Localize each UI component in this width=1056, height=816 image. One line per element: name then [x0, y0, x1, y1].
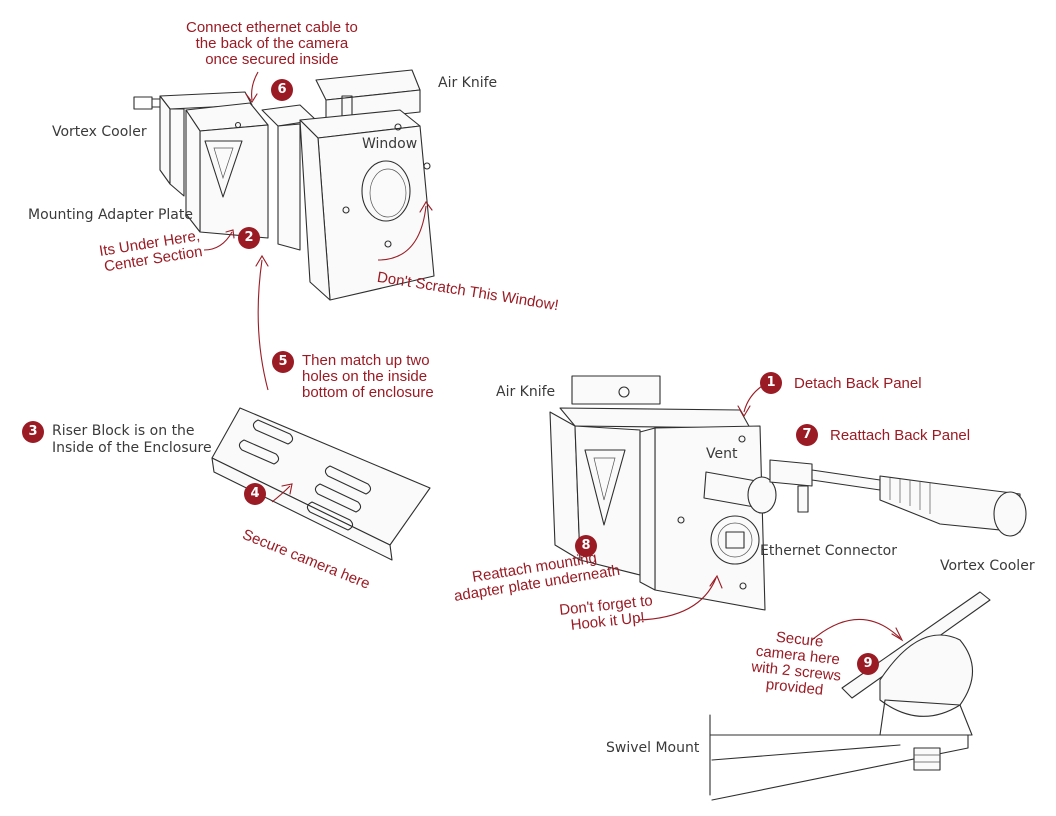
step-badge-5: 5	[272, 351, 294, 373]
label-ethernet-connector: Ethernet Connector	[760, 543, 897, 559]
note-detach-back-panel: Detach Back Panel	[794, 375, 922, 392]
top-enclosure-drawing	[133, 69, 435, 301]
label-riser-block: Riser Block is on the Inside of the Encl…	[52, 423, 212, 456]
callout-arrows	[203, 71, 904, 642]
swivel-mount-drawing	[709, 591, 991, 801]
note-reattach-back-panel: Reattach Back Panel	[830, 427, 971, 444]
step-badge-4: 4	[244, 483, 266, 505]
note-match-holes: Then match up two holes on the inside bo…	[302, 352, 434, 401]
step-badge-6: 6	[271, 79, 293, 101]
label-air-knife-right: Air Knife	[496, 384, 556, 400]
label-window: Window	[362, 136, 418, 152]
step-badge-8: 8	[575, 535, 597, 557]
label-vortex-cooler-top: Vortex Cooler	[52, 124, 147, 140]
label-swivel-mount: Swivel Mount	[606, 740, 700, 756]
step-badge-9: 9	[857, 653, 879, 675]
label-vent: Vent	[706, 446, 738, 462]
note-connect-ethernet: Connect ethernet cable to the back of th…	[186, 19, 358, 68]
step-badge-1: 1	[760, 372, 782, 394]
step-badge-3: 3	[22, 421, 44, 443]
note-secure-two-screws: Secure camera here with 2 screws provide…	[750, 628, 842, 699]
label-mounting-adapter-plate: Mounting Adapter Plate	[28, 207, 193, 223]
right-enclosure-drawing	[549, 375, 1027, 611]
step-badge-2: 2	[238, 227, 260, 249]
step-badge-7: 7	[796, 424, 818, 446]
label-vortex-cooler-right: Vortex Cooler	[940, 558, 1035, 574]
label-air-knife-top: Air Knife	[438, 75, 498, 91]
